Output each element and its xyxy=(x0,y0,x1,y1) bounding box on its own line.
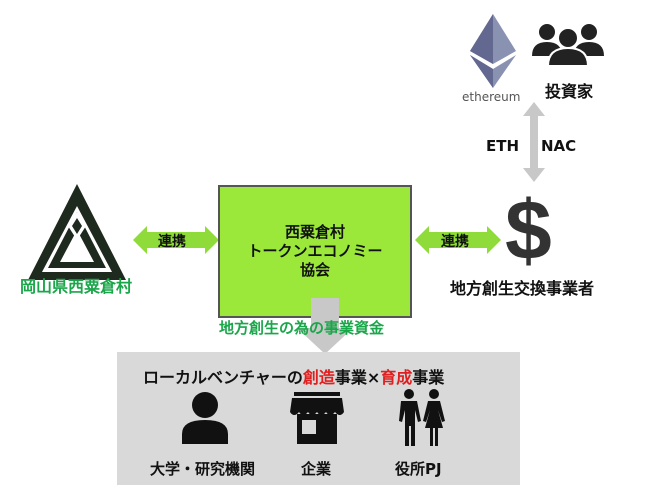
person-icon xyxy=(182,392,228,444)
left-link-label: 連携 xyxy=(158,234,186,250)
association-line3: 協会 xyxy=(299,261,330,279)
funding-label: 地方創生の為の事業資金 xyxy=(219,319,385,337)
couple-icon xyxy=(399,389,445,446)
panel-title: ローカルベンチャーの創造事業×育成事業 xyxy=(143,364,444,388)
association-line2: トークンエコノミー xyxy=(247,242,383,260)
left-link-arrow-icon xyxy=(133,226,219,254)
association-box: 西粟倉村 トークンエコノミー 協会 xyxy=(218,185,412,318)
ethereum-label: ethereum xyxy=(462,90,521,104)
right-link-arrow-icon xyxy=(415,226,501,254)
item-label-government: 役所PJ xyxy=(395,460,442,478)
dollar-icon: $ xyxy=(505,183,552,277)
exchanger-label: 地方創生交換事業者 xyxy=(450,279,595,298)
item-label-company: 企業 xyxy=(301,460,332,478)
store-icon xyxy=(290,392,344,444)
right-link-label: 連携 xyxy=(441,234,469,250)
village-logo-icon xyxy=(28,184,126,280)
village-label: 岡山県西粟倉村 xyxy=(20,277,133,296)
title-part: 事業× xyxy=(334,368,381,387)
funding-arrow-icon xyxy=(297,298,353,354)
investors-label: 投資家 xyxy=(545,82,594,101)
exchange-arrow-icon xyxy=(523,102,545,182)
title-highlight-grow: 育成 xyxy=(380,368,413,387)
ethereum-logo-icon xyxy=(470,14,516,88)
association-line1: 西粟倉村 xyxy=(284,223,345,241)
nac-label: NAC xyxy=(541,137,577,155)
title-part: ローカルベンチャーの xyxy=(143,368,303,387)
investors-icon xyxy=(532,24,604,67)
title-part: 事業 xyxy=(412,368,445,387)
item-label-university: 大学・研究機関 xyxy=(150,460,256,478)
eth-label: ETH xyxy=(486,137,520,155)
title-highlight-create: 創造 xyxy=(302,368,335,387)
